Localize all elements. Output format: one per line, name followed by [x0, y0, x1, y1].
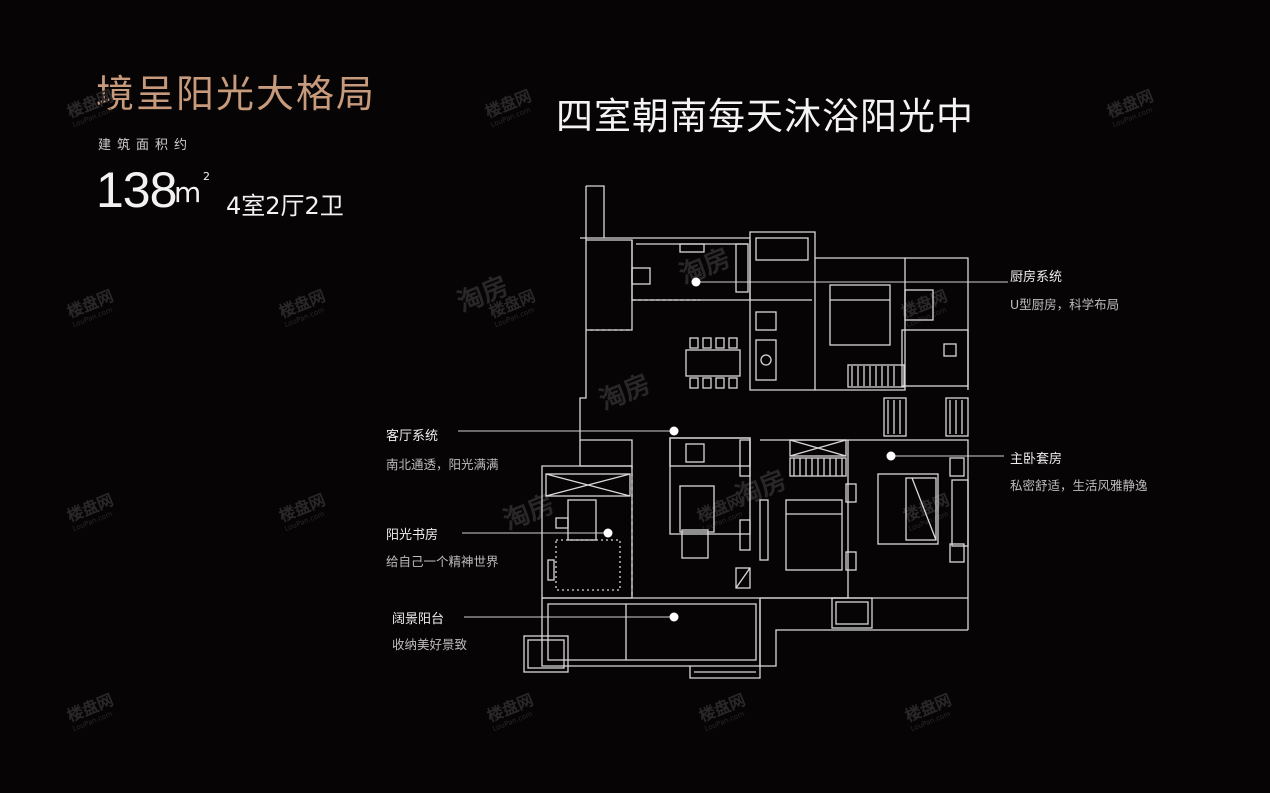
- callout-balcony-desc: 收纳美好景致: [392, 637, 468, 652]
- headline: 四室朝南每天沐浴阳光中: [556, 95, 974, 138]
- callout-master-title: 主卧套房: [1010, 452, 1063, 467]
- living-marker-dot: [669, 426, 679, 436]
- area-label: 建筑面积约: [98, 138, 194, 153]
- page-title: 境呈阳光大格局: [96, 72, 377, 116]
- callout-study-desc: 给自己一个精神世界: [386, 554, 499, 569]
- master-marker-dot: [886, 451, 896, 461]
- callout-living-title: 客厅系统: [386, 429, 439, 444]
- kitchen-marker-dot: [691, 277, 701, 287]
- area-value: 138: [96, 162, 177, 218]
- callout-balcony-title: 阔景阳台: [392, 612, 445, 627]
- balcony-marker-dot: [669, 612, 679, 622]
- callout-living-desc: 南北通透，阳光满满: [386, 457, 499, 472]
- area-unit: m: [174, 176, 202, 209]
- callout-kitchen-desc: U型厨房，科学布局: [1010, 297, 1120, 312]
- study-marker-dot: [603, 528, 613, 538]
- callout-master-desc: 私密舒适，生活风雅静逸: [1010, 478, 1148, 493]
- callout-study-title: 阳光书房: [386, 528, 439, 543]
- layout-text: 4室2厅2卫: [226, 192, 344, 220]
- area-unit-superscript: 2: [203, 170, 210, 183]
- callout-kitchen-title: 厨房系统: [1010, 270, 1063, 285]
